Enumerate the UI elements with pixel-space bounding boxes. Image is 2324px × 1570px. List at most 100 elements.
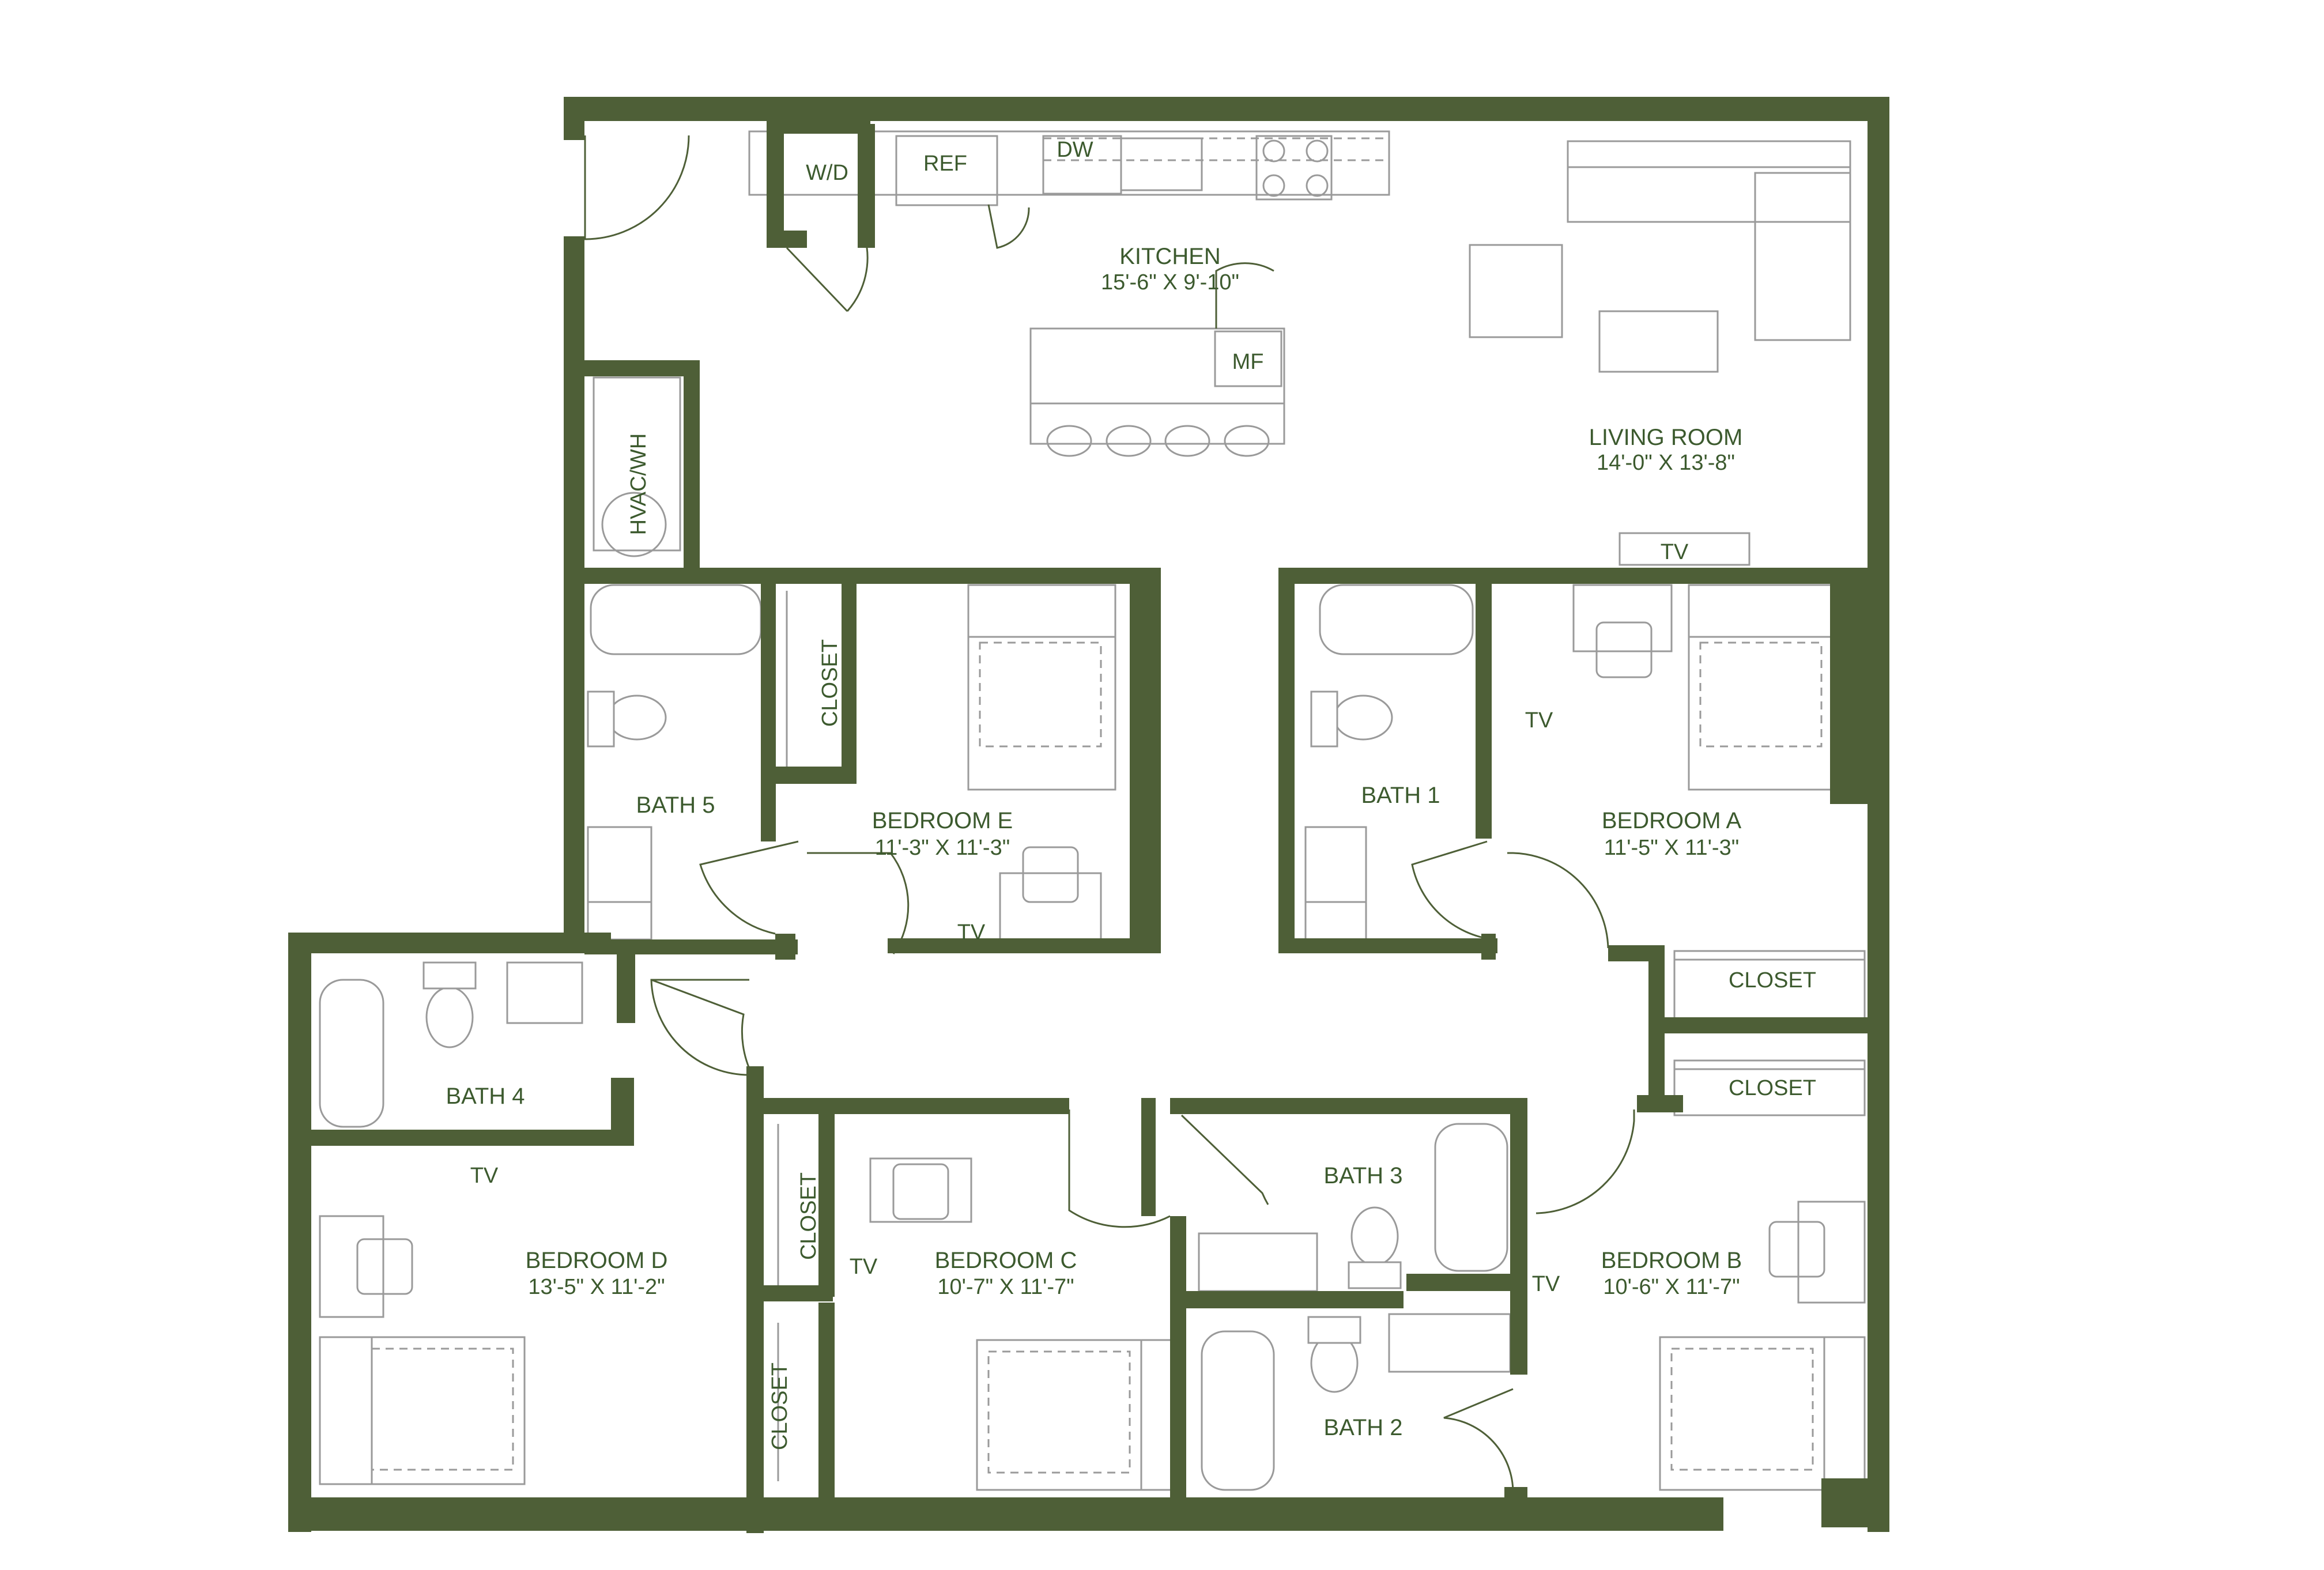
wall-bath5-right (761, 568, 776, 830)
toilet-tank (422, 961, 477, 990)
furniture-layer (319, 130, 1872, 1527)
wall-bedroom-c-top (746, 1098, 1069, 1114)
wall-bedroom-d-right (746, 1066, 764, 1533)
closet-d-label: CLOSET (768, 1363, 792, 1450)
wall-wd-right (858, 124, 875, 248)
wall-bath3-bottom (1170, 1291, 1404, 1308)
wall-wd-left (767, 124, 784, 248)
cabinet (1304, 901, 1367, 941)
bedroom-c-name: BEDROOM C (935, 1248, 1077, 1273)
bedroom-b-tv-label: TV (1532, 1272, 1560, 1296)
desk (1797, 1201, 1866, 1304)
water-heater (601, 492, 667, 557)
toilet (607, 695, 667, 741)
wall-bath3-left (1170, 1216, 1186, 1527)
wall-bath1-top (1278, 568, 1878, 584)
living-tv-label: TV (1661, 540, 1689, 564)
bedroom-b-name: BEDROOM B (1601, 1248, 1742, 1273)
mf-label: MF (1232, 350, 1264, 374)
toilet (425, 986, 474, 1048)
kitchen-swing (1215, 262, 1274, 329)
bedroom-c-tv-label: TV (850, 1255, 878, 1279)
bath1-door (1411, 840, 1493, 941)
bar-stool (1164, 425, 1210, 457)
wall-closet-c-bottom (764, 1285, 833, 1301)
closet-a-label: CLOSET (1729, 968, 1816, 992)
wall-bedroom-a-right (1830, 582, 1867, 804)
bath5-name: BATH 5 (636, 792, 715, 818)
labels-layer: W/D REF DW MF KITCHEN 15'-6" X 9'-10" LI… (446, 138, 1816, 1450)
burner (1306, 174, 1329, 197)
wall-bath1-right (1476, 568, 1492, 839)
bedroom-d-name: BEDROOM D (526, 1248, 668, 1273)
bar-stool (1046, 425, 1092, 457)
wall-closet-c-right (818, 1112, 835, 1297)
desk-chair (356, 1238, 413, 1295)
bedroom-b-door (1535, 1109, 1635, 1214)
wall-closet-e-right (842, 568, 857, 784)
upper-cabinets (1042, 137, 1390, 161)
living-room-name: LIVING ROOM (1589, 425, 1743, 450)
vanity (1388, 1313, 1511, 1373)
sofa-chaise (1754, 172, 1851, 341)
wall-bath4-right (617, 948, 635, 1023)
wall-bath1-bottom (1278, 938, 1497, 953)
bedroom-c-dims: 10'-7" X 11'-7" (937, 1275, 1074, 1299)
wall-bath4-jamb (611, 1078, 634, 1146)
wall-top (564, 97, 1889, 121)
closet-c-label: CLOSET (797, 1172, 821, 1260)
wall-bath3-left-jamb (1141, 1098, 1156, 1216)
pantry-swing (987, 204, 1030, 249)
desk-chair (1768, 1221, 1825, 1278)
bed (976, 1339, 1183, 1491)
wall-bedroom-e-bottom (888, 938, 1161, 953)
bath4-door (651, 979, 753, 1075)
walls-layer (288, 97, 1889, 1533)
pillows (1823, 1336, 1866, 1491)
wall-right (1867, 97, 1889, 1532)
toilet-tank (1307, 1316, 1361, 1344)
kitchen-sink (1120, 137, 1203, 191)
toilet-tank (587, 690, 615, 748)
wall-bath5-door-jamb (775, 934, 795, 960)
bed-rug (1670, 1348, 1814, 1471)
wall-bottom (288, 1497, 1723, 1531)
wall-hvac-top (584, 360, 700, 376)
closet-b-label: CLOSET (1729, 1076, 1816, 1100)
desk-chair (892, 1163, 949, 1220)
bar-stool (1224, 425, 1270, 457)
bedroom-a-dims: 11'-5" X 11'-3" (1604, 836, 1739, 860)
bath1-name: BATH 1 (1361, 783, 1440, 808)
wall-closet-e-bottom (761, 767, 856, 784)
pillows (319, 1336, 373, 1485)
kitchen-name: KITCHEN (1119, 244, 1221, 269)
vanity (587, 826, 652, 903)
pillows (967, 584, 1116, 638)
bathtub (1434, 1123, 1508, 1272)
bath5-door (699, 840, 799, 935)
desk-chair (1595, 621, 1653, 678)
closet-b-box (1673, 1059, 1866, 1116)
desk (319, 1215, 384, 1318)
bathtub (1319, 584, 1474, 655)
bathtub (319, 979, 384, 1128)
wall-bath2-jamb (1504, 1487, 1527, 1530)
pillows (1688, 584, 1834, 638)
bed-rug (371, 1348, 514, 1471)
microwave-box (1214, 330, 1282, 387)
entry-door (584, 135, 690, 240)
hall-d-door (650, 979, 750, 1076)
wall-left-lower (288, 933, 311, 1532)
bedroom-d-dims: 13'-5" X 11'-2" (528, 1275, 665, 1299)
bath2-name: BATH 2 (1323, 1415, 1402, 1440)
wd-label: W/D (806, 161, 848, 185)
kitchen-counter (748, 130, 1390, 196)
desk (869, 1157, 972, 1223)
bedroom-e-dims: 11'-3" X 11'-3" (875, 836, 1010, 860)
doors-layer (584, 135, 1635, 1493)
vanity (506, 961, 583, 1024)
wall-entry-top (564, 97, 584, 140)
bar-stool (1106, 425, 1152, 457)
bath4-name: BATH 4 (446, 1084, 525, 1109)
